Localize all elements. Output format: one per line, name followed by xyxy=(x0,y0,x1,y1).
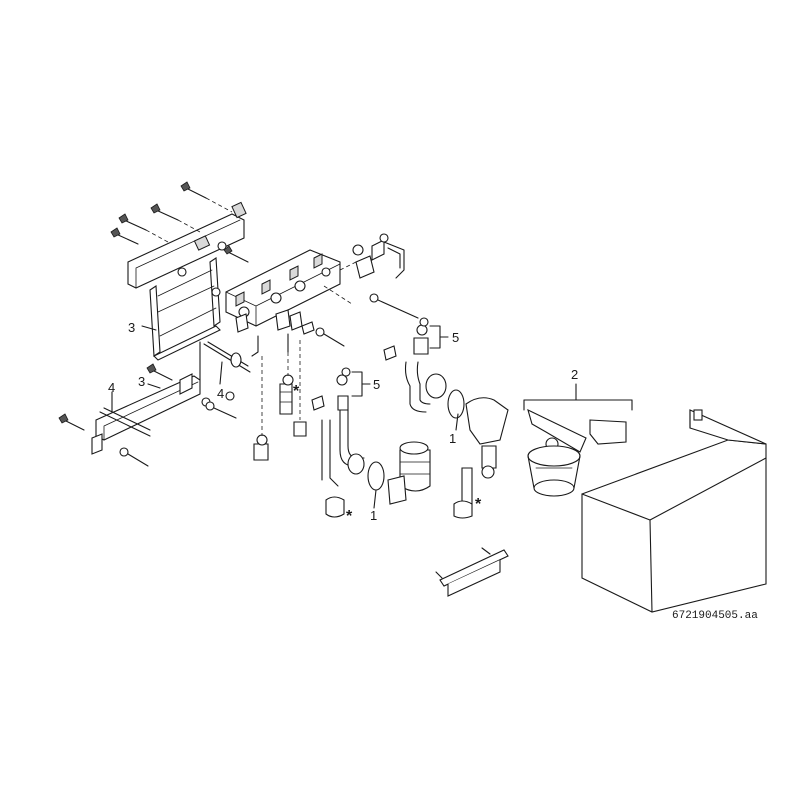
filter-assembly xyxy=(527,408,627,497)
label-3-upper: 3 xyxy=(128,320,135,335)
casing-cover xyxy=(581,409,767,613)
asterisk-center: * xyxy=(293,383,300,400)
condensate-trap xyxy=(387,397,509,519)
reference-number: 6721904505.aa xyxy=(672,610,758,622)
label-3-lower: 3 xyxy=(138,374,145,389)
siphon-left xyxy=(311,367,385,518)
part-labels: 3 3 4 4 5 5 1 1 2 * * * xyxy=(108,320,578,525)
lower-bracket xyxy=(91,341,251,455)
asterisk-right: * xyxy=(475,496,482,513)
label-1-left: 1 xyxy=(370,508,377,523)
label-5-lower: 5 xyxy=(373,377,380,392)
label-1-right: 1 xyxy=(449,431,456,446)
lower-screws xyxy=(58,363,237,467)
label-5-upper: 5 xyxy=(452,330,459,345)
center-bolts xyxy=(301,293,419,347)
upper-right-valve xyxy=(323,233,405,305)
siphon-right xyxy=(383,317,465,419)
leader-lines xyxy=(111,325,633,509)
small-bracket xyxy=(435,547,509,597)
label-4-left: 4 xyxy=(108,380,115,395)
lower-fittings xyxy=(253,340,307,461)
valve-manifold xyxy=(225,249,341,357)
asterisk-bottom: * xyxy=(346,508,353,525)
label-2: 2 xyxy=(571,367,578,382)
label-4-right: 4 xyxy=(217,386,224,401)
frame-screws xyxy=(110,181,249,297)
mounting-frame xyxy=(127,201,247,361)
